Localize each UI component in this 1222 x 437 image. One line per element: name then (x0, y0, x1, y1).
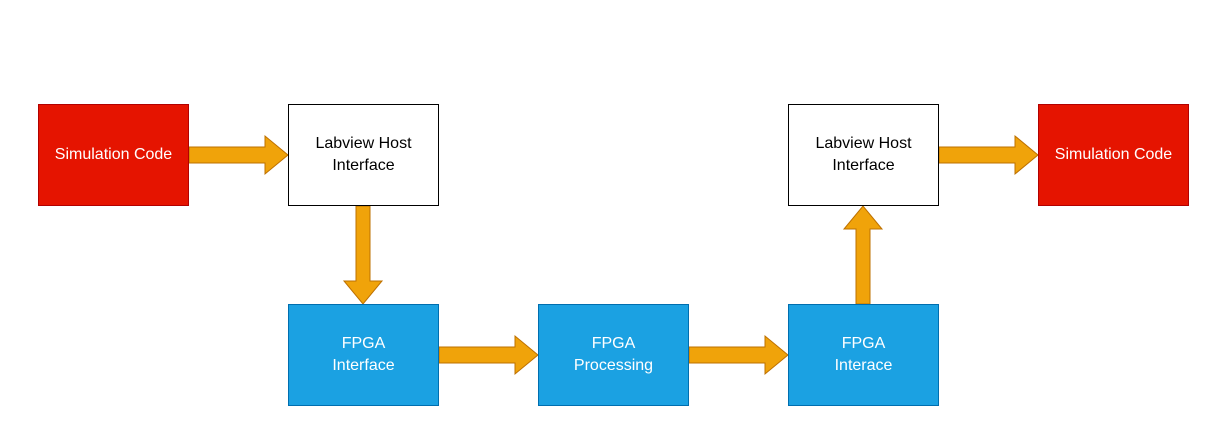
node-label: Simulation Code (54, 146, 173, 163)
fpga-interace-node: FPGA Interace (788, 304, 939, 406)
arrow-sim-to-host-left (188, 134, 289, 176)
fpga-processing-node: FPGA Processing (538, 304, 689, 406)
node-label: Labview Host Interface (815, 135, 912, 174)
node-label: FPGA Processing (573, 335, 654, 374)
labview-host-interface-node-right: Labview Host Interface (788, 104, 939, 206)
arrow-fpga-interace-to-host-right (842, 205, 884, 305)
node-label: Labview Host Interface (315, 135, 412, 174)
arrow-fpga-interface-to-processing (438, 334, 539, 376)
simulation-code-node-left: Simulation Code (38, 104, 189, 206)
node-label: Simulation Code (1054, 146, 1173, 163)
node-label: FPGA Interace (834, 335, 893, 374)
arrow-host-left-to-fpga-interface (342, 205, 384, 305)
arrow-host-right-to-sim (938, 134, 1039, 176)
node-label: FPGA Interface (332, 335, 395, 374)
labview-host-interface-node-left: Labview Host Interface (288, 104, 439, 206)
arrow-fpga-processing-to-interace (688, 334, 789, 376)
simulation-code-node-right: Simulation Code (1038, 104, 1189, 206)
fpga-interface-node: FPGA Interface (288, 304, 439, 406)
